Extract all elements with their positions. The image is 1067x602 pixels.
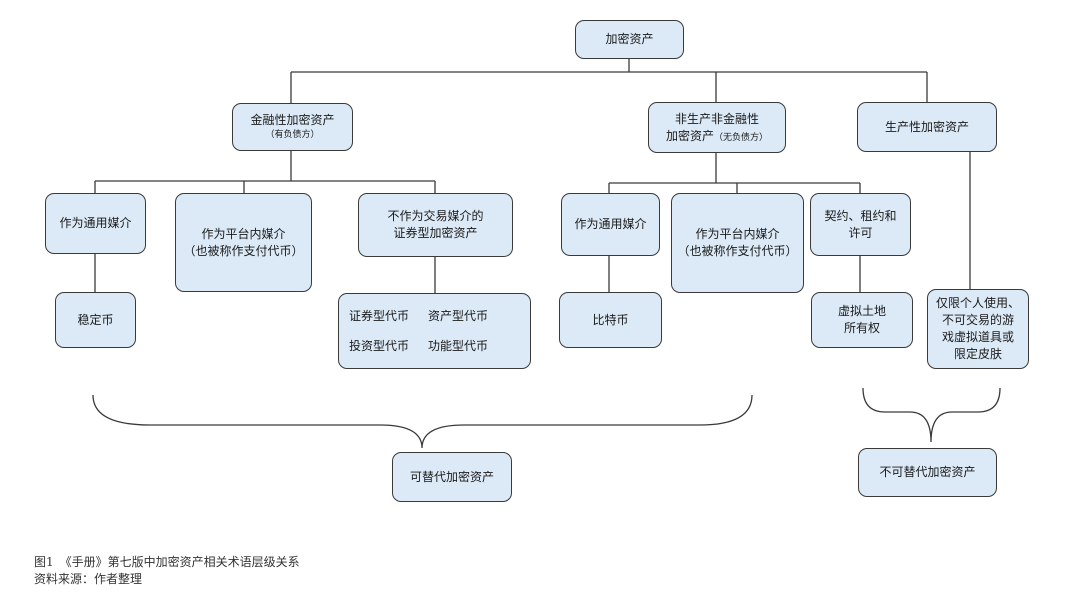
- financial-medium-node: 作为通用媒介: [45, 193, 146, 254]
- token-type-asset: 资产型代币: [428, 309, 489, 323]
- nonproductive-node: 非生产非金融性 加密资产（无负债方）: [648, 102, 786, 153]
- fungible-node: 可替代加密资产: [392, 452, 512, 502]
- token-type-utility: 功能型代币: [428, 339, 489, 353]
- bitcoin-node: 比特币: [559, 292, 662, 348]
- root-node: 加密资产: [575, 20, 684, 59]
- game-items-node: 仅限个人使用、 不可交易的游 戏虚拟道具或 限定皮肤: [927, 289, 1029, 369]
- financial-platform-node: 作为平台内媒介 （也被称作支付代币）: [175, 193, 312, 292]
- token-type-investment: 投资型代币: [349, 339, 410, 353]
- token-type-securities: 证券型代币: [349, 309, 410, 323]
- figure-source: 资料来源：作者整理: [34, 572, 143, 586]
- productive-node: 生产性加密资产: [857, 102, 997, 152]
- contracts-node: 契约、租约和 许可: [810, 193, 911, 256]
- financial-securities-node: 不作为交易媒介的 证券型加密资产: [358, 193, 513, 257]
- nonproductive-platform-node: 作为平台内媒介 （也被称作支付代币）: [671, 193, 804, 293]
- figure-caption: 图1 《手册》第七版中加密资产相关术语层级关系: [34, 555, 300, 569]
- financial-node: 金融性加密资产 （有负债方）: [232, 103, 353, 151]
- stablecoin-node: 稳定币: [55, 292, 136, 348]
- virtual-land-node: 虚拟土地 所有权: [811, 292, 913, 348]
- nonfungible-node: 不可替代加密资产: [858, 448, 997, 497]
- token-types-node: 证券型代币 资产型代币 投资型代币 功能型代币: [338, 293, 531, 369]
- nonproductive-medium-node: 作为通用媒介: [561, 193, 660, 256]
